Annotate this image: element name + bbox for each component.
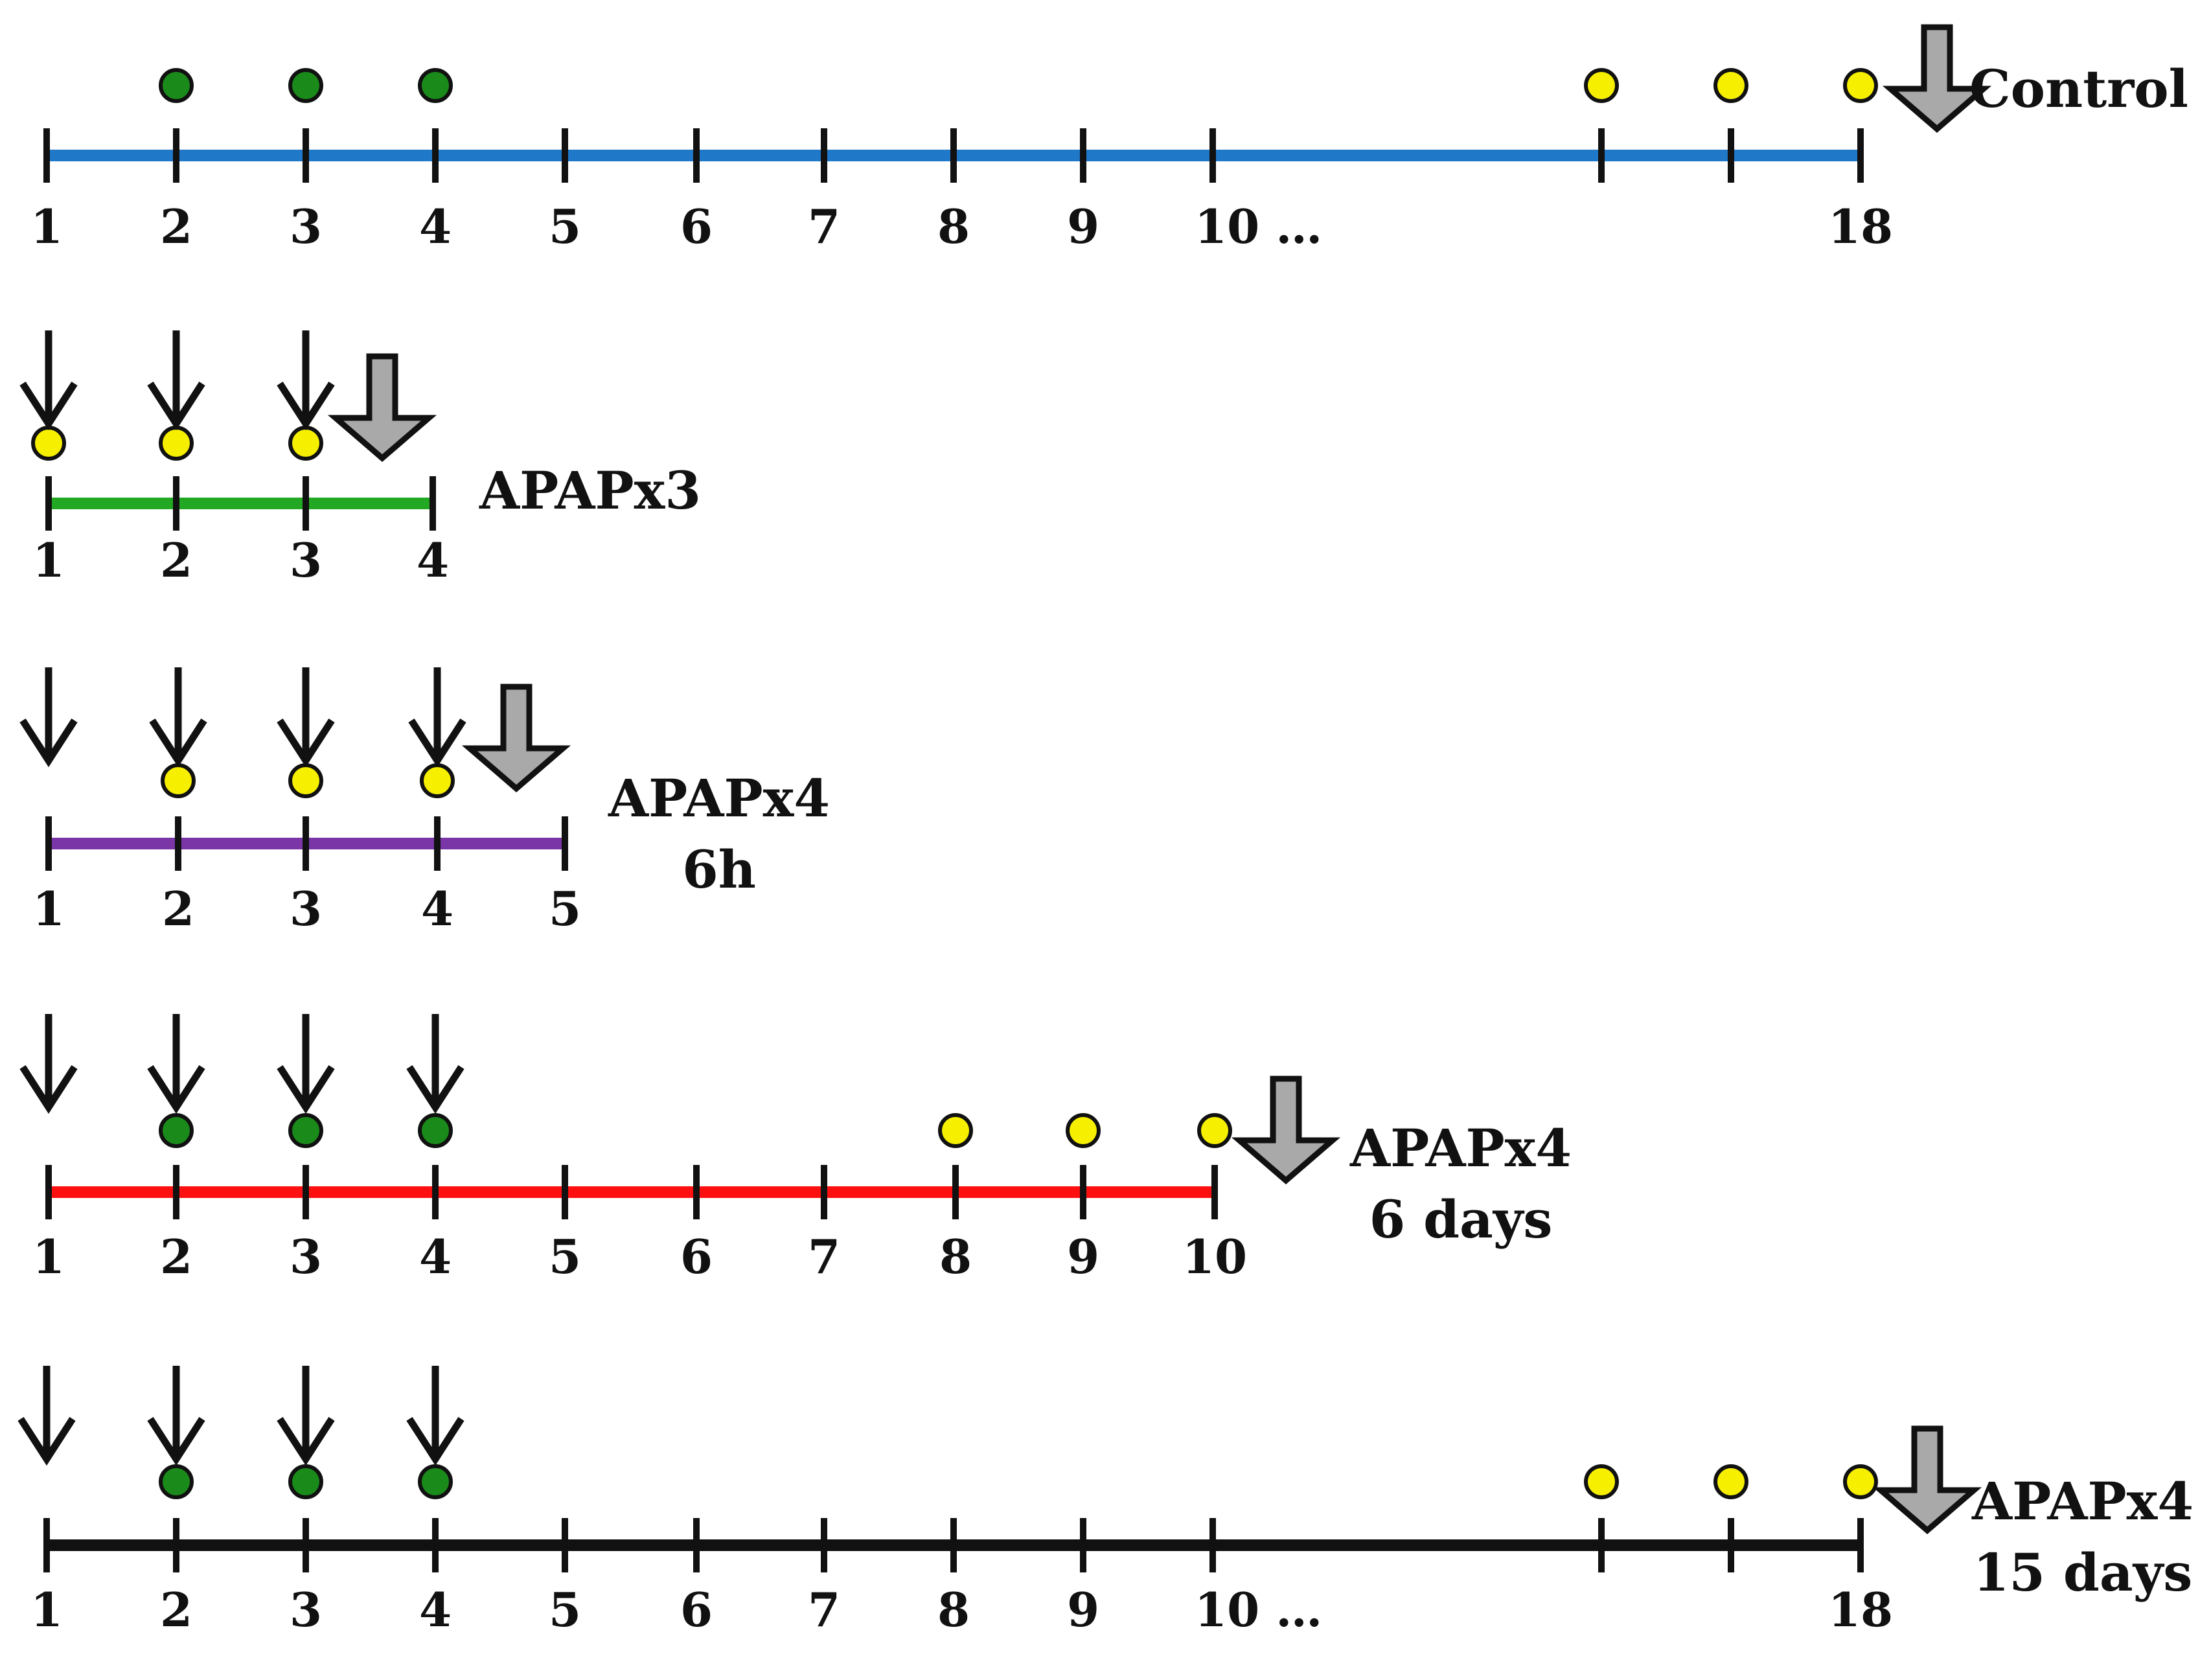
dose-arrow-head-icon: [277, 1065, 335, 1114]
tick-label: 1: [30, 1582, 63, 1637]
green-marker-dot: [288, 68, 323, 103]
tick-label: 2: [160, 1582, 192, 1637]
tick-label: 9: [1067, 1229, 1099, 1284]
green-marker-dot: [418, 1464, 453, 1499]
green-marker-dot: [159, 1464, 194, 1499]
group-label: 6h: [682, 839, 756, 900]
green-marker-dot: [288, 1113, 323, 1148]
timeline-row-apapx4-15days: 1 2 3 4 5 6 7 8 9 10 … 18 APAPx4 15 days: [17, 1366, 2194, 1637]
dose-arrow-head-icon: [408, 719, 466, 768]
group-label: APAPx4: [608, 768, 830, 829]
tick-label: 18: [1828, 1582, 1893, 1637]
tick-label: 9: [1067, 199, 1099, 254]
dose-arrow-head-icon: [406, 1065, 464, 1114]
green-marker-dot: [159, 1113, 194, 1148]
dose-arrow-head-icon: [147, 1417, 205, 1466]
group-label: APAPx3: [479, 460, 701, 521]
tick-label: 4: [419, 1582, 452, 1637]
dose-arrow-head-icon: [277, 382, 335, 431]
tick-label: 1: [32, 533, 65, 588]
group-label: 6 days: [1369, 1189, 1553, 1250]
timeline-row-apapx4-6h: 1 2 3 4 5 APAPx4 6h: [19, 667, 830, 936]
dose-arrow-head-icon: [149, 719, 207, 768]
tick-label: 9: [1067, 1582, 1099, 1637]
green-marker-dot: [159, 68, 194, 103]
tick-label: 4: [417, 533, 449, 588]
yellow-marker-dot: [1843, 68, 1878, 103]
yellow-marker-dot: [159, 426, 194, 461]
tick-label: 8: [939, 1229, 972, 1284]
tick-label: 7: [808, 199, 840, 254]
yellow-marker-dot: [1584, 1464, 1619, 1499]
tick-label: 4: [421, 881, 453, 936]
dose-arrow-head-icon: [147, 1065, 205, 1114]
tick-label: 10 …: [1195, 199, 1322, 254]
tick-label: 3: [290, 1582, 322, 1637]
tick-label: 6: [680, 1582, 713, 1637]
dose-arrow-head-icon: [19, 719, 78, 768]
green-marker-dot: [418, 1113, 453, 1148]
green-marker-dot: [418, 68, 453, 103]
timeline-row-apapx3: 1 2 3 4 APAPx3: [19, 330, 701, 588]
tick-label: 6: [680, 1229, 713, 1284]
tick-label: 1: [30, 199, 63, 254]
tick-label: 3: [290, 199, 322, 254]
yellow-marker-dot: [1066, 1113, 1101, 1148]
yellow-marker-dot: [288, 426, 323, 461]
yellow-marker-dot: [1713, 68, 1748, 103]
group-label: 15 days: [1973, 1542, 2192, 1603]
sacrifice-arrow-icon: [1882, 24, 1992, 133]
group-label: APAPx4: [1349, 1118, 1572, 1179]
yellow-marker-dot: [161, 763, 196, 798]
tick-label: 4: [419, 1229, 452, 1284]
dose-arrow-head-icon: [19, 1065, 78, 1114]
tick-label: 18: [1828, 199, 1893, 254]
yellow-marker-dot: [1713, 1464, 1748, 1499]
tick-label: 3: [290, 533, 322, 588]
tick-label: 3: [290, 881, 322, 936]
yellow-marker-dot: [938, 1113, 973, 1148]
tick-label: 10: [1182, 1229, 1247, 1284]
yellow-marker-dot: [1584, 68, 1619, 103]
tick-label: 6: [680, 199, 713, 254]
group-label: Control: [1969, 58, 2188, 119]
tick-label: 4: [419, 199, 452, 254]
tick-label: 10 …: [1195, 1582, 1322, 1637]
sacrifice-arrow-icon: [461, 684, 571, 792]
tick-label: 1: [32, 1229, 65, 1284]
green-marker-dot: [288, 1464, 323, 1499]
sacrifice-arrow-icon: [1872, 1425, 1982, 1534]
yellow-marker-dot: [1197, 1113, 1232, 1148]
dose-arrow-head-icon: [277, 719, 335, 768]
tick-label: 8: [937, 199, 970, 254]
tick-label: 2: [162, 881, 194, 936]
tick-label: 5: [549, 1582, 581, 1637]
tick-label: 7: [808, 1582, 840, 1637]
tick-label: 5: [549, 1229, 581, 1284]
tick-label: 5: [549, 881, 581, 936]
tick-label: 8: [937, 1582, 970, 1637]
dose-arrow-head-icon: [19, 382, 78, 431]
tick-label: 1: [32, 881, 65, 936]
yellow-marker-dot: [1843, 1464, 1878, 1499]
timeline-row-control: 1 2 3 4 5 6 7 8 9 10 … 18 Control: [30, 24, 2188, 254]
tick-label: 7: [808, 1229, 840, 1284]
tick-label: 2: [160, 199, 192, 254]
dose-arrow-head-icon: [17, 1417, 76, 1466]
group-label: APAPx4: [1971, 1471, 2194, 1532]
yellow-marker-dot: [288, 763, 323, 798]
tick-label: 2: [160, 533, 192, 588]
dose-arrow-head-icon: [277, 1417, 335, 1466]
dose-arrow-head-icon: [147, 382, 205, 431]
timeline-row-apapx4-6days: 1 2 3 4 5 6 7 8 9 10 APAPx4 6 days: [19, 1014, 1572, 1284]
yellow-marker-dot: [31, 426, 66, 461]
sacrifice-arrow-icon: [1231, 1076, 1341, 1184]
yellow-marker-dot: [420, 763, 455, 798]
dose-arrow-head-icon: [406, 1417, 464, 1466]
tick-label: 5: [549, 199, 581, 254]
sacrifice-arrow-icon: [327, 353, 437, 462]
tick-label: 3: [290, 1229, 322, 1284]
tick-label: 2: [160, 1229, 192, 1284]
